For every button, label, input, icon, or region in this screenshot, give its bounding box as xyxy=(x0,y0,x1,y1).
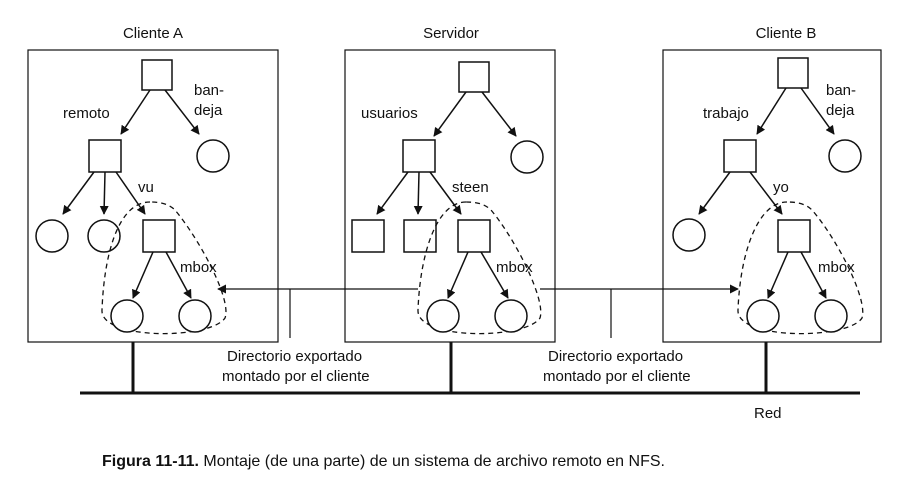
client-b-tree: trabajo ban- deja yo mbox xyxy=(672,57,864,335)
server-dir xyxy=(403,219,437,253)
server-steen-dir xyxy=(457,219,491,253)
figure-caption-text: Montaje (de una parte) de un sistema de … xyxy=(203,453,665,470)
server-root-dir xyxy=(458,61,490,93)
client-b-mbox-file xyxy=(746,299,780,333)
client-b-box xyxy=(662,49,882,343)
server-dir xyxy=(351,219,385,253)
server-box xyxy=(344,49,556,343)
server-mbox-file xyxy=(494,299,528,333)
client-a-tray-file xyxy=(196,139,230,173)
network-bus xyxy=(80,342,860,395)
server-steen-label: steen xyxy=(452,179,489,196)
client-a-file xyxy=(87,219,121,253)
client-a-mounted-region xyxy=(101,201,227,335)
client-a-root-dir xyxy=(141,59,173,91)
client-b-mounted-region xyxy=(737,201,864,335)
client-b-work-dir xyxy=(723,139,757,173)
client-b-work-label: trabajo xyxy=(703,105,749,122)
server-file xyxy=(510,140,544,174)
server-mbox-file xyxy=(426,299,460,333)
client-b-tray-file xyxy=(828,139,862,173)
client-a-mbox-label: mbox xyxy=(180,259,217,276)
client-b-tray-label-1: ban- xyxy=(826,82,856,99)
left-note-line-2: montado por el cliente xyxy=(222,368,370,385)
client-a-title: Cliente A xyxy=(123,25,183,42)
client-a-box xyxy=(27,49,279,343)
network-label: Red xyxy=(754,405,782,422)
client-b-file xyxy=(672,218,706,252)
figure-caption: Figura 11-11. Montaje (de una parte) de … xyxy=(102,453,665,470)
client-b-mbox-file xyxy=(814,299,848,333)
client-b-mbox-label: mbox xyxy=(818,259,855,276)
client-a-mbox-file xyxy=(110,299,144,333)
right-note-line-2: montado por el cliente xyxy=(543,368,691,385)
client-b-title: Cliente B xyxy=(756,25,817,42)
figure-caption-label: Figura 11-11. xyxy=(102,453,199,470)
client-a-tray-label-2: deja xyxy=(194,102,223,119)
server-title: Servidor xyxy=(423,25,479,42)
client-a-remote-dir xyxy=(88,139,122,173)
server-users-label: usuarios xyxy=(361,105,418,122)
client-a-vu-dir xyxy=(142,219,176,253)
client-a-remote-label: remoto xyxy=(63,105,110,122)
client-a-mbox-file xyxy=(178,299,212,333)
client-a-tree: remoto ban- deja vu mbox xyxy=(35,59,230,335)
server-tree: usuarios steen mbox xyxy=(351,61,544,335)
client-a-file xyxy=(35,219,69,253)
client-b-yo-label: yo xyxy=(773,179,789,196)
mount-connections xyxy=(217,284,739,338)
right-note-line-1: Directorio exportado xyxy=(548,348,683,365)
client-a-tray-label-1: ban- xyxy=(194,82,224,99)
client-b-yo-dir xyxy=(777,219,811,253)
server-exported-region xyxy=(417,201,542,335)
server-users-dir xyxy=(402,139,436,173)
server-mbox-label: mbox xyxy=(496,259,533,276)
client-b-tray-label-2: deja xyxy=(826,102,855,119)
left-note-line-1: Directorio exportado xyxy=(227,348,362,365)
client-b-root-dir xyxy=(777,57,809,89)
client-a-vu-label: vu xyxy=(138,179,154,196)
